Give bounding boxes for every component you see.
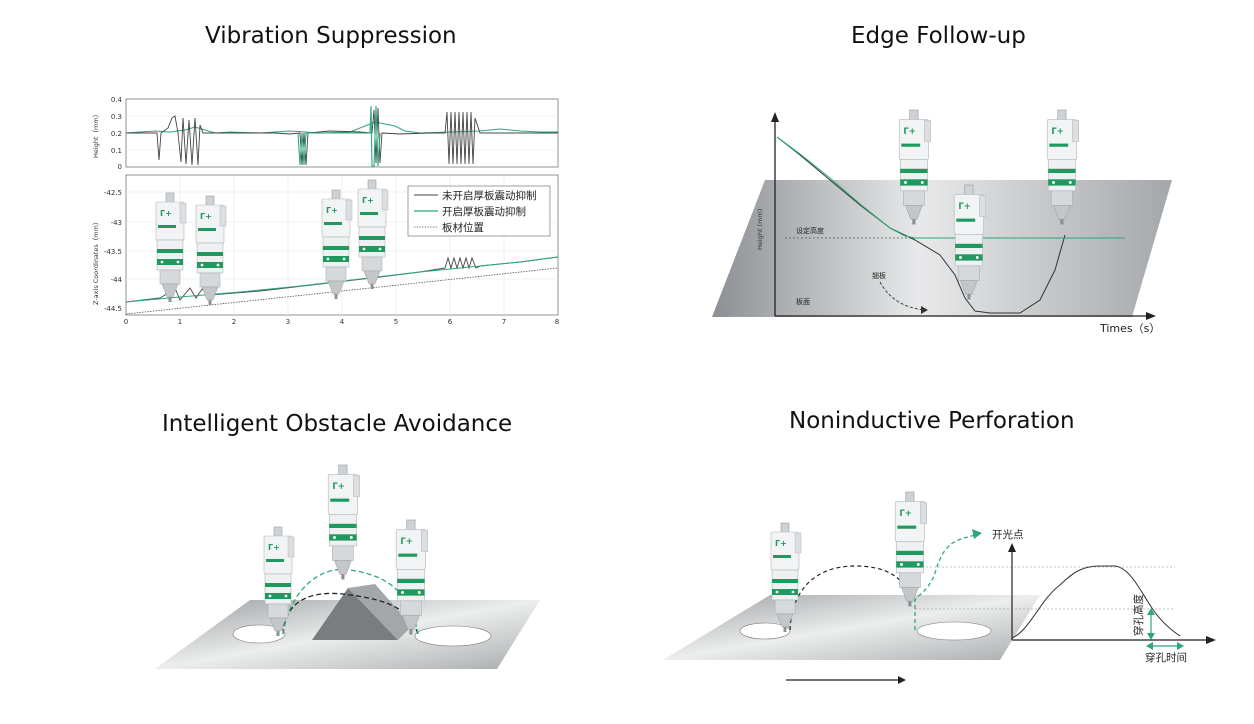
- top-y-axis-label: Height（mm）: [92, 111, 100, 158]
- bottom-y-axis-label: Z-axis Coordinates（mm）: [92, 219, 100, 305]
- top-trace-on-spikes: [297, 105, 381, 167]
- path-green-dashed: [282, 568, 419, 635]
- xtick: 0: [124, 318, 128, 326]
- z-trace-off: [125, 256, 559, 303]
- obstacle-block: [312, 588, 398, 640]
- perforation-curve: [1011, 565, 1181, 639]
- cutting-head-icon: [321, 189, 353, 300]
- title-intelligent-obstacle-avoidance: Intelligent Obstacle Avoidance: [162, 411, 513, 437]
- x-tick-labels: 0 1 2 3 4 5 6 7 8: [124, 318, 559, 326]
- path-green-dashed: [914, 534, 976, 630]
- xtick: 3: [286, 318, 290, 326]
- legend-entry-off: 未开启厚板震动抑制: [442, 189, 537, 202]
- title-noninductive-perforation: Noninductive Perforation: [789, 408, 1075, 434]
- top-ytick: 0: [118, 163, 122, 171]
- label-pierce-height: 穿孔高度: [1132, 594, 1145, 636]
- xtick: 1: [178, 318, 182, 326]
- title-vibration-suppression: Vibration Suppression: [205, 23, 457, 49]
- label-plate-surface: 板面: [796, 297, 810, 306]
- cutting-head-icon: [770, 522, 802, 633]
- cut-hole: [739, 622, 791, 640]
- top-ytick: 0.4: [111, 96, 123, 104]
- bottom-ytick: -44: [111, 276, 123, 284]
- path-black-dashed: [789, 565, 913, 631]
- bottom-subplot-frame: [125, 174, 559, 316]
- xtick: 5: [394, 318, 398, 326]
- legend-entry-plate: 板材位置: [442, 221, 484, 234]
- edge-y-axis-label: Height (mm): [756, 209, 764, 250]
- label-pierce-time: 穿孔时间: [1145, 651, 1187, 664]
- chart-legend: 未开启厚板震动抑制 开启厚板震动抑制 板材位置: [407, 185, 551, 237]
- cutting-head-icon: [357, 179, 389, 290]
- cutting-head-icon: [395, 519, 429, 635]
- metal-plate: [712, 180, 1172, 317]
- metal-plate: [663, 595, 1040, 660]
- xtick: 7: [502, 318, 506, 326]
- bottom-ytick: -43: [111, 219, 122, 227]
- title-edge-follow-up: Edge Follow-up: [851, 23, 1026, 49]
- legend-entry-on: 开启厚板震动抑制: [442, 205, 526, 218]
- cut-hole: [916, 621, 992, 641]
- bottom-ytick: -44.5: [104, 305, 122, 313]
- cutting-head-icon: [263, 526, 295, 637]
- top-trace-on: [125, 121, 558, 134]
- cutting-head-icon: [898, 109, 932, 225]
- cutting-head-icon: [195, 195, 227, 306]
- cutting-head-icon: [1046, 109, 1080, 225]
- cutting-head-icon: [953, 184, 987, 300]
- label-set-height: 设定高度: [796, 226, 824, 235]
- xtick: 2: [232, 318, 236, 326]
- cutting-head-icon: [155, 192, 187, 303]
- warp-dashed-arrow: [879, 281, 926, 311]
- cut-hole: [232, 624, 286, 644]
- cutting-head-icon: [894, 491, 928, 607]
- top-ytick: 0.2: [111, 130, 122, 138]
- bottom-y-tick-labels: -42.5 -43 -43.5 -44 -44.5: [104, 189, 123, 313]
- top-y-tick-labels: 0.4 0.3 0.2 0.1 0: [111, 96, 123, 171]
- top-ytick: 0.3: [111, 113, 122, 121]
- bottom-ytick: -43.5: [104, 248, 122, 256]
- xtick: 6: [448, 318, 453, 326]
- xtick: 4: [340, 318, 345, 326]
- cut-hole: [414, 625, 492, 647]
- label-light-on-point: 开光点: [992, 528, 1024, 541]
- path-black-dashed: [282, 592, 419, 635]
- top-ytick: 0.1: [111, 147, 122, 155]
- top-trace-off: [126, 107, 558, 166]
- bottom-ytick: -42.5: [104, 189, 122, 197]
- edge-curve-green: [776, 136, 1125, 239]
- edge-curve-black: [776, 136, 1066, 314]
- metal-plate: [155, 600, 540, 669]
- plate-position-line: [125, 267, 559, 315]
- label-warp: 翘板: [872, 271, 886, 280]
- top-subplot-frame: [125, 98, 559, 168]
- z-trace-on: [125, 256, 559, 303]
- xtick: 8: [555, 318, 559, 326]
- edge-x-axis-label: Times（s）: [1099, 322, 1160, 335]
- cutting-head-icon: [327, 464, 361, 580]
